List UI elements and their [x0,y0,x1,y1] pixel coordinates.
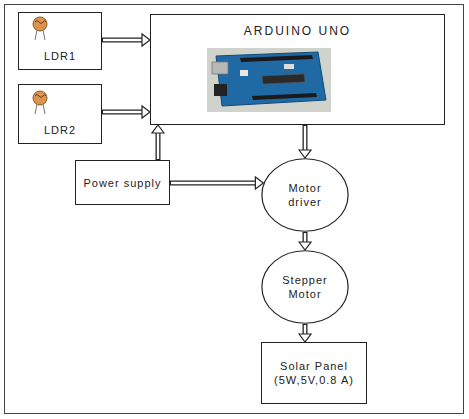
ldr-track [35,95,46,98]
text-group: Solar Panel (5W,5V,0.8 A) [266,359,362,387]
microcontroller-chip [262,74,305,84]
panel-box: Solar Panel (5W,5V,0.8 A) [261,342,367,404]
arduino-board-picture [207,48,331,112]
double-arrow [102,34,150,46]
usb-connector [212,62,228,74]
board-component [284,64,294,69]
photo-background [207,48,331,112]
node-label: LDR2 [44,123,76,137]
ldr-icon [33,17,47,40]
text-group: Motor driver [276,181,334,209]
ldr-body [33,91,47,105]
node-label: Stepper Motor [276,273,334,301]
circle-outline [261,250,349,324]
arrow-head [255,177,263,189]
ldr-leg [43,104,45,114]
text-group: Stepper Motor [276,273,334,301]
arrow-shaft-inner [171,182,256,184]
circle-outline [261,158,349,232]
ldr-leg [35,104,37,114]
double-arrow [170,177,263,189]
ldr-body [33,17,47,31]
power-jack [214,84,227,96]
double-arrow [102,106,150,118]
text-group: LDR1 [44,49,76,63]
circle-shape [262,251,348,324]
node-label: Motor driver [276,181,334,209]
pin-header [240,55,313,62]
text-group: LDR2 [44,123,76,137]
outer-frame [5,5,464,414]
arrow-shaft-inner [304,126,306,151]
arrow-head [299,242,311,250]
board-pcb [216,52,326,106]
text-group: ARDUINO UNO [244,24,351,38]
pin-header [252,93,317,100]
arrow-head [142,34,150,46]
double-arrow [299,324,311,342]
arrow-shaft-outline [303,232,308,243]
arrow-shaft-outline [170,181,256,186]
ldr-track [35,21,46,24]
ldr-leg [43,30,45,40]
double-arrow [299,125,311,158]
arrow-shaft-outline [102,110,143,115]
arrow-shaft-outline [303,125,308,151]
arrow-shaft-outline [303,324,308,335]
sensor-box: LDR2 [18,84,102,144]
driver-circle: Motor driver [261,158,349,232]
double-arrow [152,125,164,160]
arrow-head [299,334,311,342]
text-group: Power supply [83,176,161,190]
circle-shape [262,159,348,232]
motor-circle: Stepper Motor [261,250,349,324]
power-box: Power supply [75,160,170,205]
node-label: Power supply [83,176,161,190]
arrow-head [299,150,311,158]
node-label: ARDUINO UNO [244,24,351,38]
arrow-shaft-outline [102,38,143,43]
double-arrow [299,232,311,250]
arrow-shaft-inner [103,111,143,113]
arrow-shaft-outline [156,132,161,160]
sensor-box: LDR1 [18,12,102,70]
controller-box: ARDUINO UNO [150,14,445,125]
ldr-leg [35,30,37,40]
arrow-shaft-inner [157,132,159,159]
arrow-shaft-inner [103,39,143,41]
ldr-icon [33,91,47,114]
arrow-head [142,106,150,118]
board-component [240,70,248,76]
node-label: LDR1 [44,49,76,63]
arrow-head [152,125,164,133]
node-label: Solar Panel (5W,5V,0.8 A) [266,359,362,387]
